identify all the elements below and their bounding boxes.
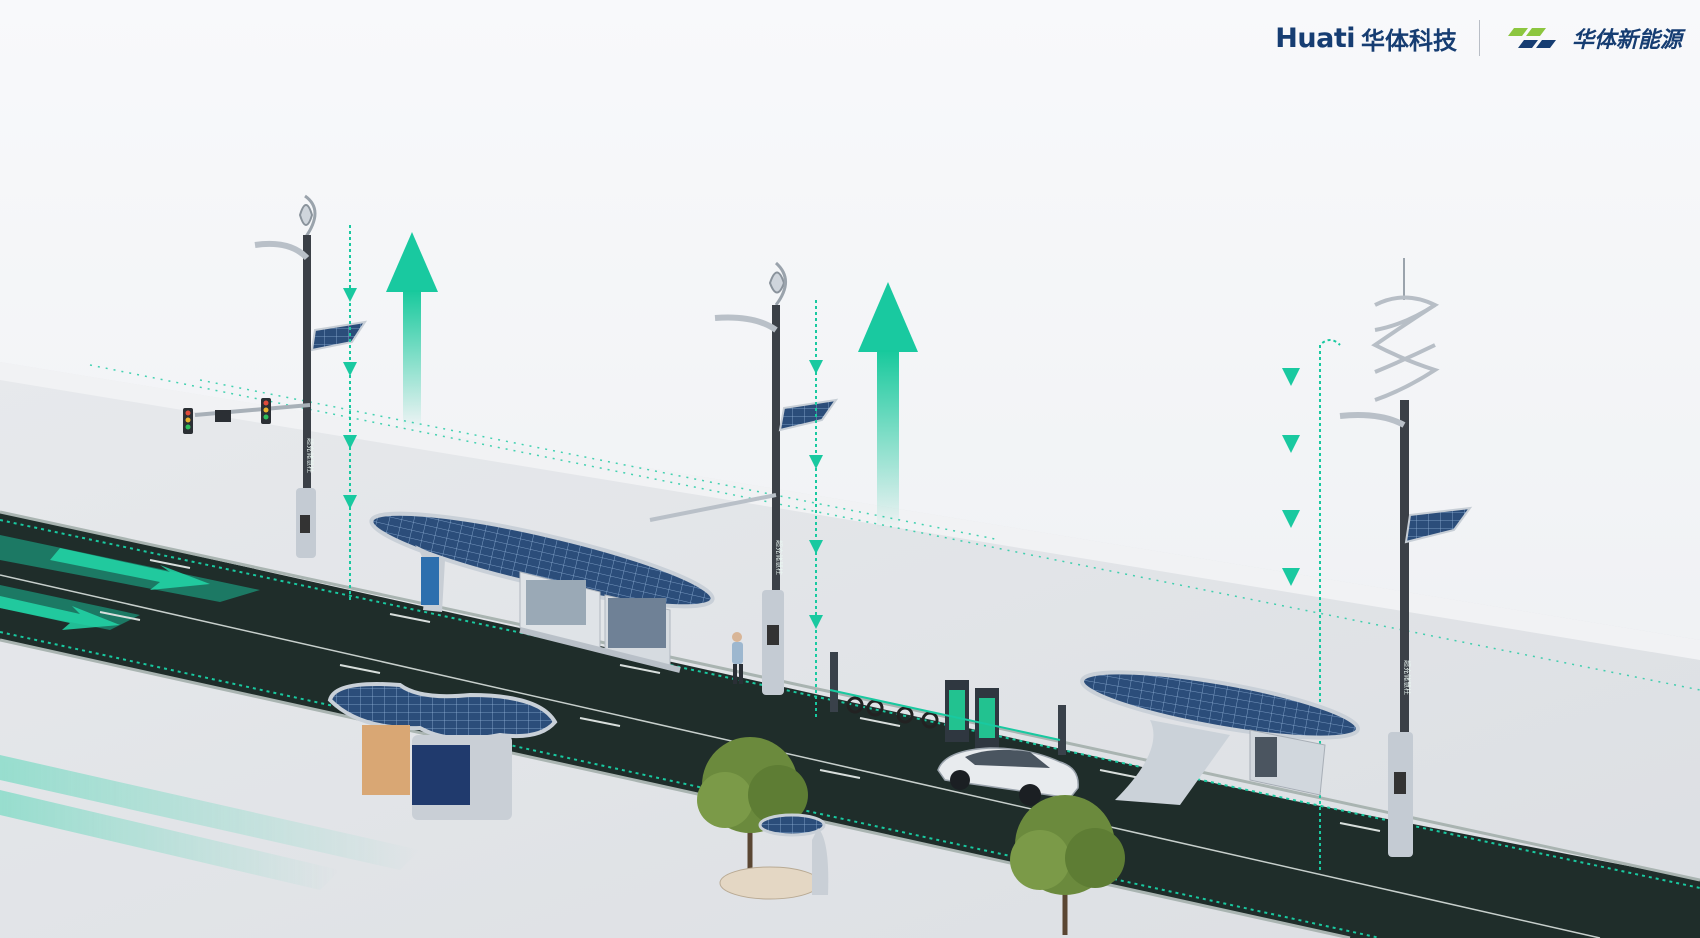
bus-shelter <box>369 511 715 673</box>
down-arrows-pole-3 <box>1282 339 1341 870</box>
electric-car <box>937 747 1079 806</box>
up-arrow-1 <box>386 232 438 430</box>
energy-flow-lines <box>89 364 1700 691</box>
brand-header: Huati 华体科技 华体新能源 <box>1275 18 1682 58</box>
smart-pole-1: 超充储慧柱 <box>254 194 368 558</box>
road-lane-glow-2 <box>0 585 140 630</box>
lane-dashes <box>99 559 1381 832</box>
huati-brand: Huati 华体科技 <box>1275 21 1457 56</box>
pole-2-label: 超充储慧柱 <box>775 540 784 575</box>
curb-line-bottom <box>0 638 1351 938</box>
near-sidewalk-glow <box>0 755 420 890</box>
tree-2 <box>1010 795 1125 935</box>
bike-charging <box>829 652 1066 755</box>
road-surface <box>0 512 1700 938</box>
far-sidewalk-top <box>0 362 1700 660</box>
pole-1-label: 超充储慧柱 <box>306 438 315 473</box>
curb-line-top <box>0 510 1700 882</box>
solar-pavilion <box>327 682 558 820</box>
up-arrow-2 <box>858 282 918 530</box>
brand-chinese-name: 华体科技 <box>1360 26 1457 55</box>
brand-latin-name: Huati <box>1275 22 1355 54</box>
down-arrows-pole-1 <box>343 225 357 600</box>
tree-bench <box>719 813 829 900</box>
huati-new-energy-brand: 华体新能源 <box>1502 22 1682 54</box>
brand-divider <box>1478 20 1480 56</box>
down-arrows-pole-2 <box>809 300 823 720</box>
solar-carport <box>1080 670 1360 805</box>
pole-3-label: 超充储慧柱 <box>1403 660 1412 695</box>
smart-pole-3: 超充储慧柱 <box>1339 258 1473 857</box>
smart-pole-2: 超充储慧柱 <box>649 261 839 695</box>
traffic-light <box>183 398 311 434</box>
road-arrow-1 <box>50 548 210 590</box>
parallelogram-stripes-logo-icon <box>1507 28 1556 48</box>
tree-1 <box>697 737 808 880</box>
brand-new-energy-name: 华体新能源 <box>1571 28 1682 53</box>
road-arrow-2 <box>0 596 120 630</box>
curb-green-bottom <box>0 631 1381 938</box>
pedestrian <box>732 632 743 684</box>
lane-divider <box>0 574 1601 938</box>
curb-green-top <box>0 519 1700 889</box>
